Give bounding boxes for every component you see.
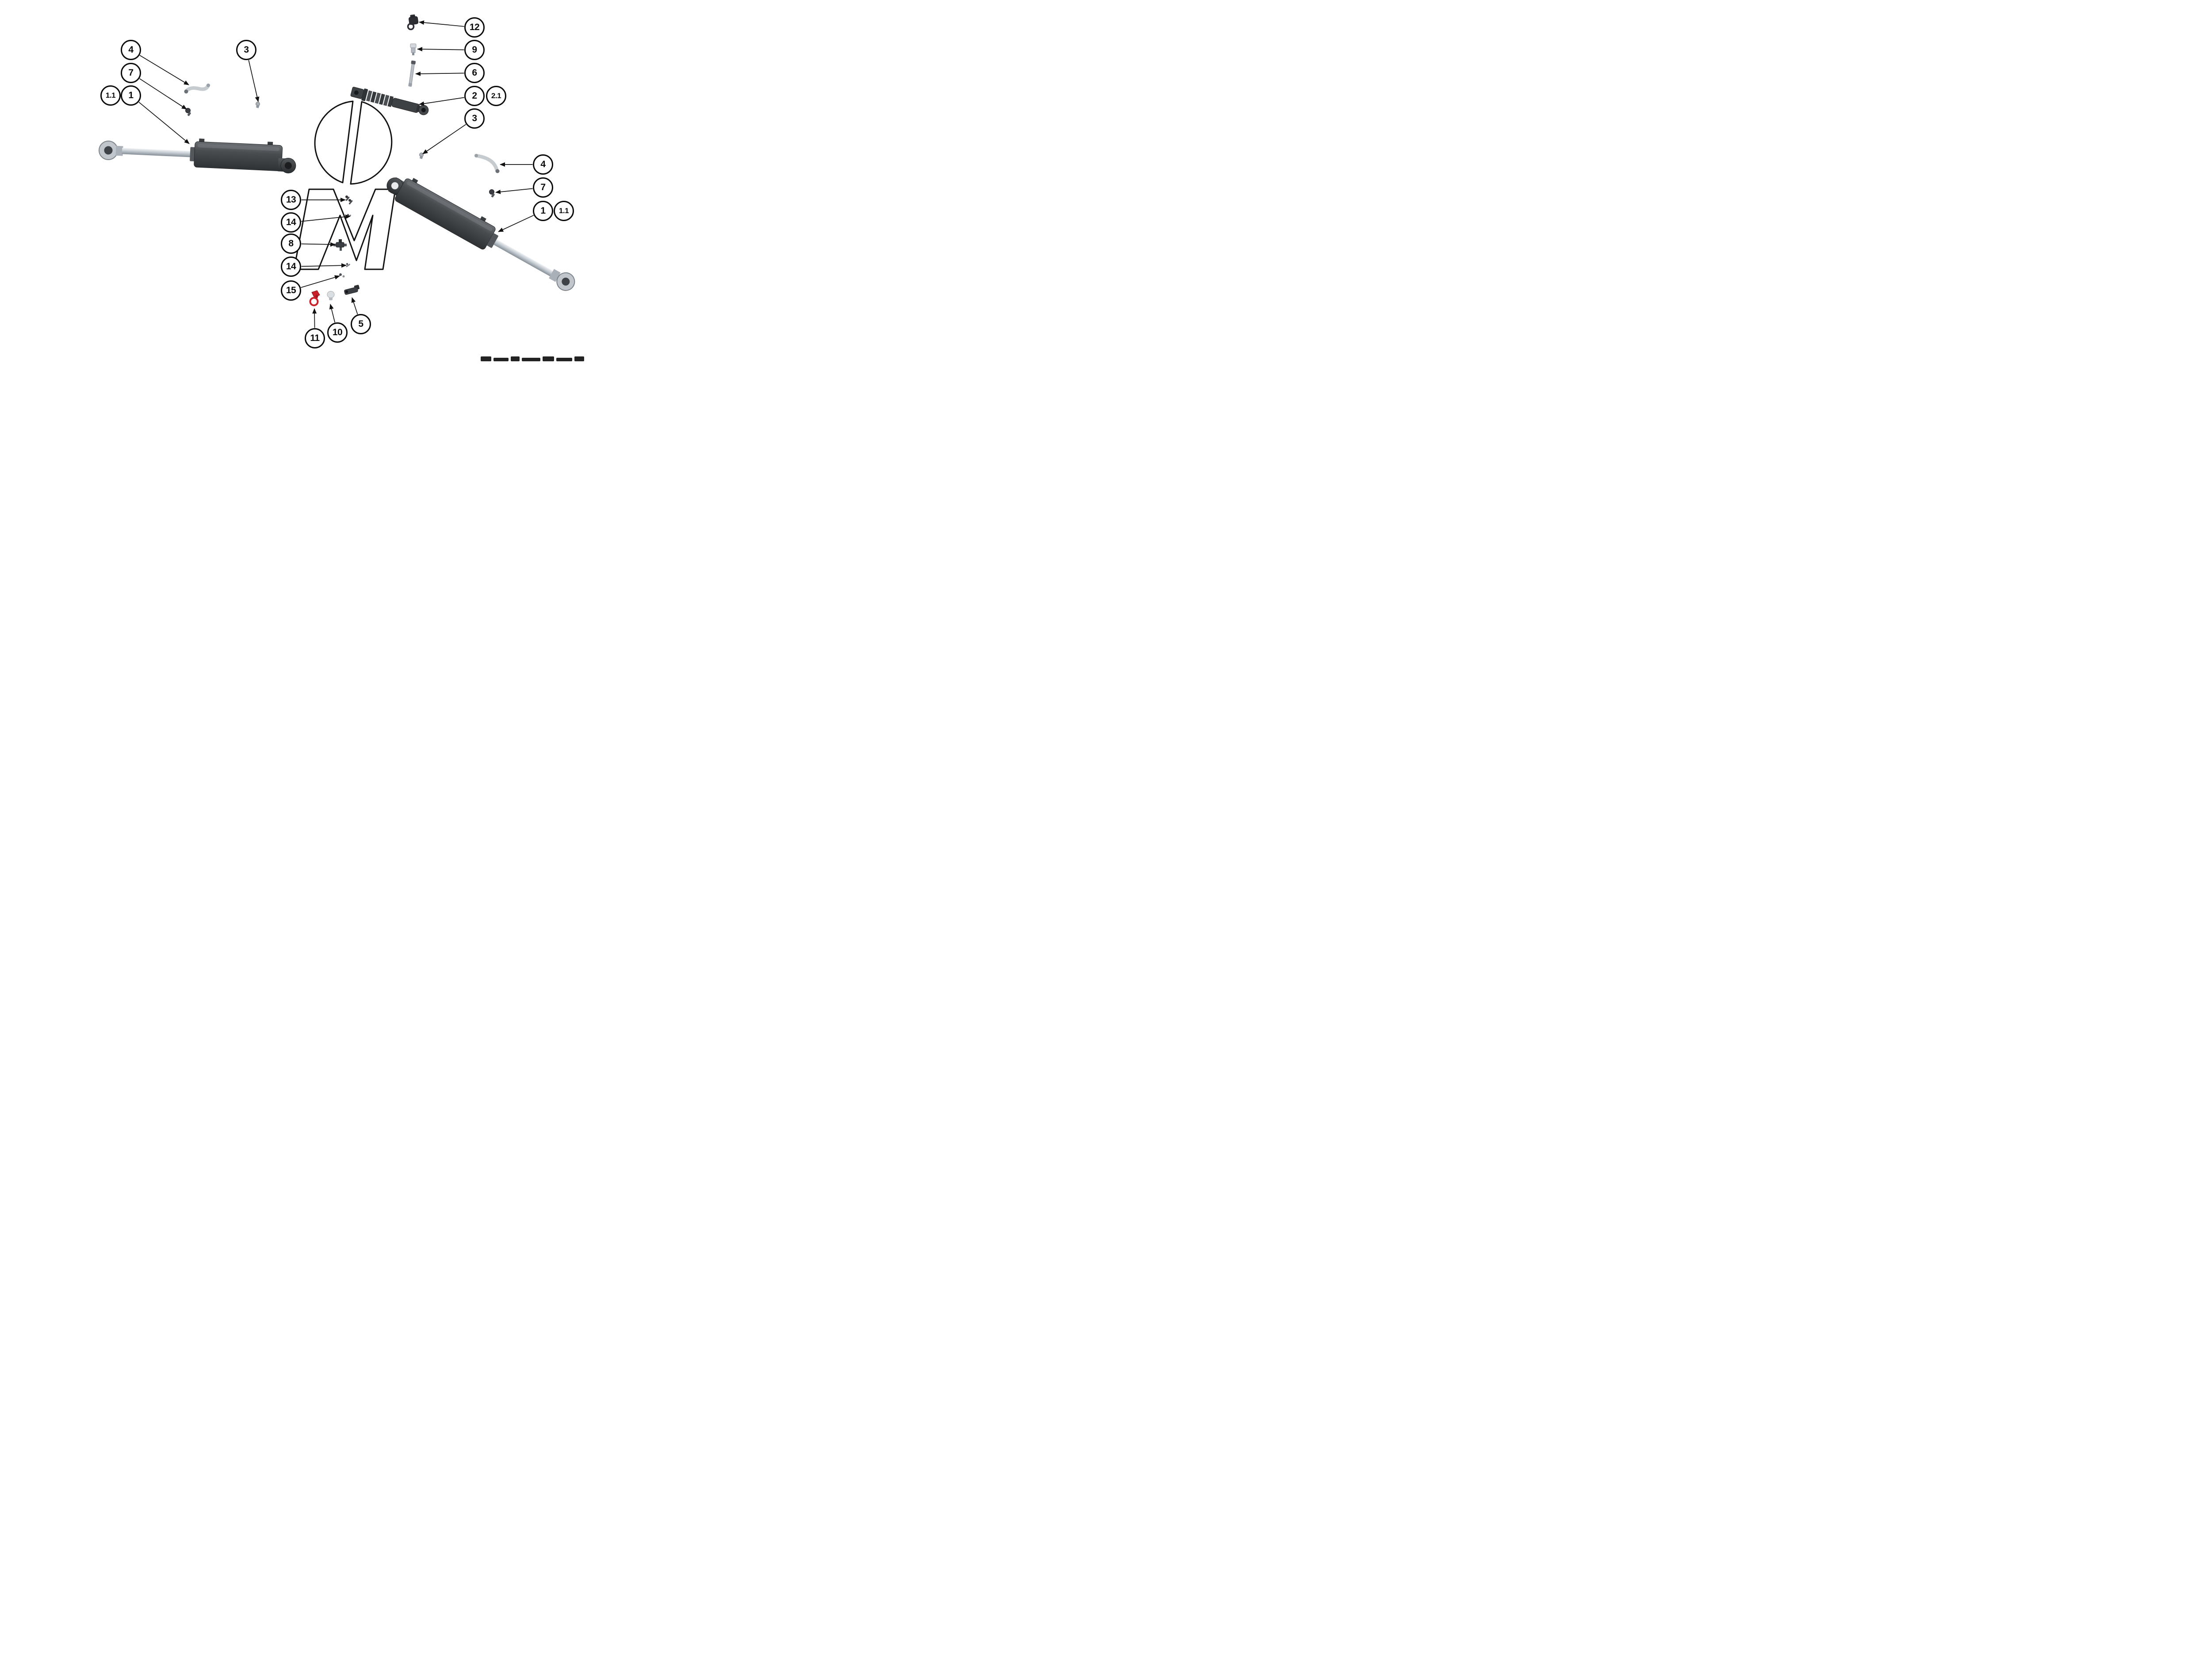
leader-line-8: [301, 242, 336, 247]
piston-rod: [122, 148, 192, 157]
part4-linkage-left: [184, 84, 210, 94]
leader-line-9: [417, 47, 464, 52]
part11-red-dust-plug: [309, 290, 320, 306]
callout-3: 3: [236, 40, 256, 60]
leader-line-7: [495, 188, 533, 194]
part12-dust-cap: [407, 14, 419, 31]
leader-line-7: [139, 78, 187, 110]
callout-2.1: 2.1: [486, 86, 506, 106]
callout-3: 3: [464, 108, 485, 129]
leader-lines: [138, 20, 534, 328]
callout-8: 8: [281, 233, 301, 254]
callout-1: 1: [121, 85, 141, 106]
callout-14: 14: [281, 212, 301, 233]
leader-line-4: [139, 55, 189, 85]
callout-4: 4: [533, 154, 553, 175]
brand-logo-split-circle: [314, 100, 393, 185]
callout-1.1: 1.1: [554, 201, 574, 221]
part2-small-cylinder-assembly: [350, 87, 429, 115]
part6-pin: [408, 60, 416, 87]
leader-line-3: [422, 124, 467, 154]
callout-14: 14: [281, 256, 301, 277]
part1-hydraulic-cylinder-left: [99, 138, 296, 173]
callout-2: 2: [464, 86, 485, 106]
part9-plug: [410, 43, 417, 55]
callout-9: 9: [464, 40, 485, 60]
leader-line-1: [498, 215, 534, 232]
leader-line-12: [419, 20, 464, 27]
leader-line-15: [301, 275, 340, 288]
leader-line-1: [138, 102, 190, 144]
rod-eye-hole: [562, 277, 570, 286]
callout-12: 12: [464, 17, 485, 38]
callout-1: 1: [533, 201, 553, 221]
leader-line-10: [329, 304, 336, 323]
callout-15: 15: [281, 280, 301, 301]
part4-linkage-right: [474, 154, 500, 173]
leader-line-14: [301, 214, 351, 222]
part13-screws: [345, 195, 353, 205]
part5-elbow-fitting: [344, 285, 360, 295]
part7-bolt-right: [489, 189, 495, 198]
leader-line-5: [351, 297, 358, 314]
callout-7: 7: [533, 177, 553, 198]
cropped-bottom-text: [481, 356, 584, 361]
callout-7: 7: [121, 63, 141, 83]
callout-11: 11: [305, 328, 325, 348]
leader-line-6: [415, 71, 464, 76]
callout-4: 4: [121, 40, 141, 60]
leader-line-3: [248, 60, 260, 102]
rod-eye-hole: [104, 146, 113, 155]
part1-hydraulic-cylinder-right: [386, 177, 575, 291]
leader-line-11: [312, 308, 317, 328]
leader-line-2: [419, 97, 464, 106]
piston-rod: [493, 239, 554, 277]
leader-line-14: [301, 263, 347, 268]
part10-plug: [327, 291, 335, 300]
brand-logo-letter-m: [293, 188, 396, 270]
callout-13: 13: [281, 190, 301, 210]
diagram-artwork: [99, 14, 584, 361]
callout-5: 5: [351, 314, 371, 334]
callout-6: 6: [464, 63, 485, 83]
callout-10: 10: [327, 322, 348, 343]
callout-1.1: 1.1: [100, 85, 121, 106]
